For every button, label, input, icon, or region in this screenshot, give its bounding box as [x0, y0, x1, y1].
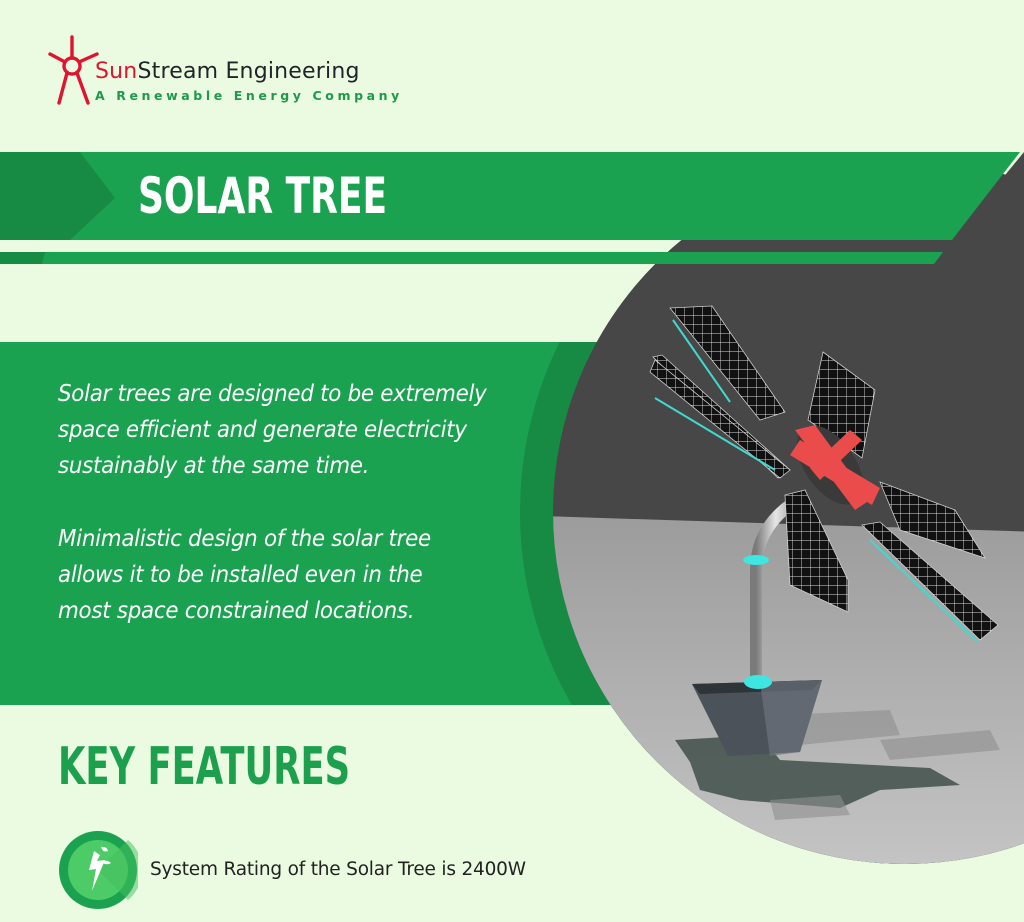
- feature-text: System Rating of the Solar Tree is 2400W: [150, 858, 526, 880]
- description-line: most space constrained locations.: [58, 598, 415, 624]
- description-paragraph-2: Minimalistic design of the solar tree al…: [58, 521, 578, 629]
- brand-name-sun: Sun: [95, 59, 138, 84]
- sun-icon: [48, 35, 99, 105]
- description-line: allows it to be installed even in the: [58, 562, 423, 588]
- feature-item: System Rating of the Solar Tree is 2400W: [58, 828, 618, 910]
- description-paragraph-1: Solar trees are designed to be extremely…: [58, 376, 578, 484]
- page-title: SOLAR TREE: [138, 167, 388, 225]
- title-banner: [0, 152, 1020, 240]
- brand-logo[interactable]: SunStream Engineering A Renewable Energy…: [40, 30, 440, 110]
- description-panel: [0, 342, 620, 705]
- brand-name: SunStream Engineering: [95, 59, 360, 84]
- description-line: Minimalistic design of the solar tree: [58, 526, 431, 552]
- description-line: Solar trees are designed to be extremely: [58, 381, 487, 407]
- key-features-heading: KEY FEATURES: [58, 737, 351, 797]
- description-line: sustainably at the same time.: [58, 453, 370, 479]
- brand-tagline: A Renewable Energy Company: [95, 88, 403, 103]
- description-line: space efficient and generate electricity: [58, 417, 467, 443]
- brand-name-rest: Stream Engineering: [137, 59, 360, 84]
- eco-lightning-icon: [59, 831, 138, 909]
